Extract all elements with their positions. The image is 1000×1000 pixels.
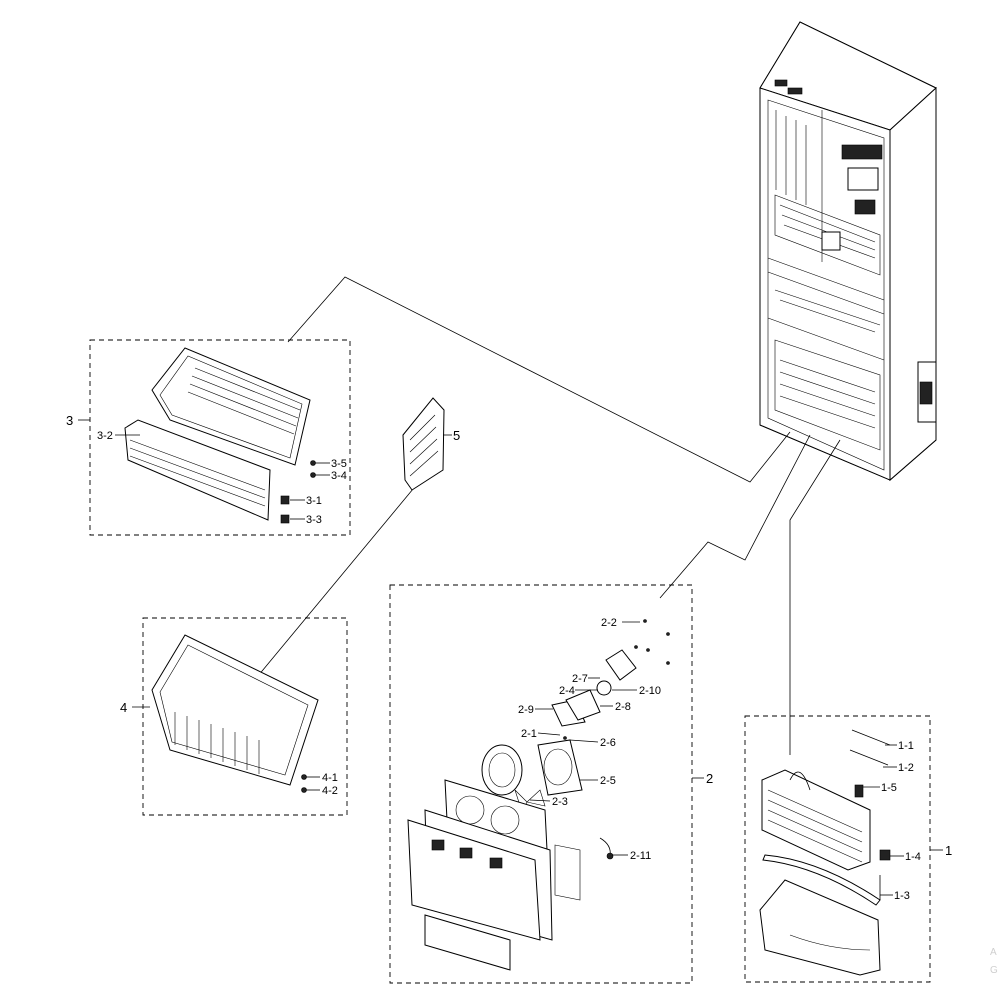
group-3-crisper-drawer: 3 3-2 3-5 3-4 3-1 3-3 [66, 339, 351, 536]
label-1-1: 1-1 [898, 740, 914, 752]
group-label-1: 1 [945, 843, 952, 858]
label-2-9: 2-9 [518, 704, 534, 716]
group-4-drawer: 4 4-1 4-2 [120, 617, 348, 816]
label-1-3: 1-3 [894, 890, 910, 902]
label-2-11: 2-11 [630, 850, 651, 862]
group-2-fan-assembly: 2 2-2 2-7 2-4 2-10 2-8 2-9 2-1 2-6 2-5 2… [389, 584, 713, 984]
label-3-4: 3-4 [331, 470, 347, 482]
group-label-5: 5 [453, 428, 460, 443]
label-2-2: 2-2 [601, 617, 617, 629]
label-2-6: 2-6 [600, 737, 616, 749]
label-2-5: 2-5 [600, 775, 616, 787]
label-2-8: 2-8 [615, 701, 631, 713]
label-2-4: 2-4 [559, 685, 575, 697]
watermark-fragment-1: A [990, 947, 997, 958]
label-2-7: 2-7 [572, 673, 588, 685]
label-2-1: 2-1 [521, 728, 537, 740]
group-label-3: 3 [66, 413, 73, 428]
label-4-2: 4-2 [322, 785, 338, 797]
label-3-2: 3-2 [97, 430, 113, 442]
group-1-evaporator: 1 1-1 1-2 1-5 1-4 1-3 [744, 715, 952, 983]
leader-lines [237, 276, 841, 755]
watermark-fragment-2: G [990, 965, 998, 976]
group-label-2: 2 [706, 771, 713, 786]
group-label-4: 4 [120, 700, 127, 715]
label-3-3: 3-3 [306, 514, 322, 526]
part-5-divider: 5 [402, 397, 460, 491]
label-3-5: 3-5 [331, 458, 347, 470]
label-2-10: 2-10 [639, 685, 661, 697]
label-1-4: 1-4 [905, 851, 921, 863]
refrigerator-cabinet [759, 21, 937, 482]
label-1-2: 1-2 [898, 762, 914, 774]
label-3-1: 3-1 [306, 495, 322, 507]
label-4-1: 4-1 [322, 772, 338, 784]
label-1-5: 1-5 [881, 782, 897, 794]
label-2-3: 2-3 [552, 796, 568, 808]
